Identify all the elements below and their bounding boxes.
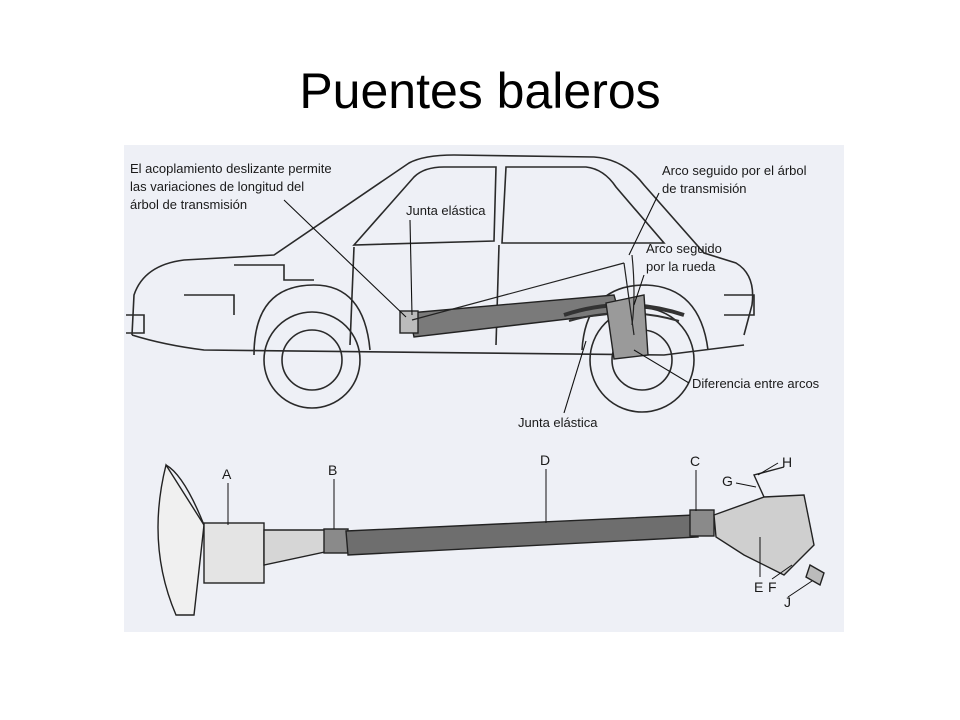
top-drive-shaft <box>399 294 685 360</box>
callout-wheel-arc-line-1: Arco seguido <box>646 241 722 256</box>
part-letter-e: E <box>754 579 763 595</box>
callout-slip-coupling-line-1: El acoplamiento deslizante permite <box>130 161 332 176</box>
callout-wheel-arc: Arco seguido por la rueda <box>646 241 722 274</box>
bottom-leader-lines <box>227 462 813 598</box>
part-letter-c: C <box>690 453 700 469</box>
arc-lines <box>411 254 635 336</box>
part-letter-d: D <box>540 452 550 468</box>
driveshaft-diagram: El acoplamiento deslizante permite las v… <box>124 145 844 632</box>
callout-slip-coupling-line-3: árbol de transmisión <box>130 197 247 212</box>
bottom-drive-assembly <box>157 463 825 616</box>
part-letter-g: G <box>722 473 733 489</box>
callout-arc-difference: Diferencia entre arcos <box>692 376 820 391</box>
callout-slip-coupling-line-2: las variaciones de longitud del <box>130 179 304 194</box>
part-letter-b: B <box>328 462 337 478</box>
callout-joint-upper: Junta elástica <box>406 203 486 218</box>
part-letter-h: H <box>782 454 792 470</box>
diagram-svg: El acoplamiento deslizante permite las v… <box>126 154 825 616</box>
callout-shaft-arc-line-1: Arco seguido por el árbol <box>662 163 807 178</box>
callout-wheel-arc-line-2: por la rueda <box>646 259 716 274</box>
part-letter-f: F <box>768 579 777 595</box>
callout-shaft-arc-line-2: de transmisión <box>662 181 747 196</box>
slide-title: Puentes baleros <box>299 63 661 119</box>
callout-shaft-arc: Arco seguido por el árbol de transmisión <box>662 163 807 196</box>
callout-joint-lower: Junta elástica <box>518 415 598 430</box>
part-letter-j: J <box>784 594 791 610</box>
callout-slip-coupling: El acoplamiento deslizante permite las v… <box>130 161 332 212</box>
part-letter-a: A <box>222 466 232 482</box>
leader-lines <box>283 192 690 414</box>
part-letters: A B C D E F G H J <box>222 452 792 610</box>
